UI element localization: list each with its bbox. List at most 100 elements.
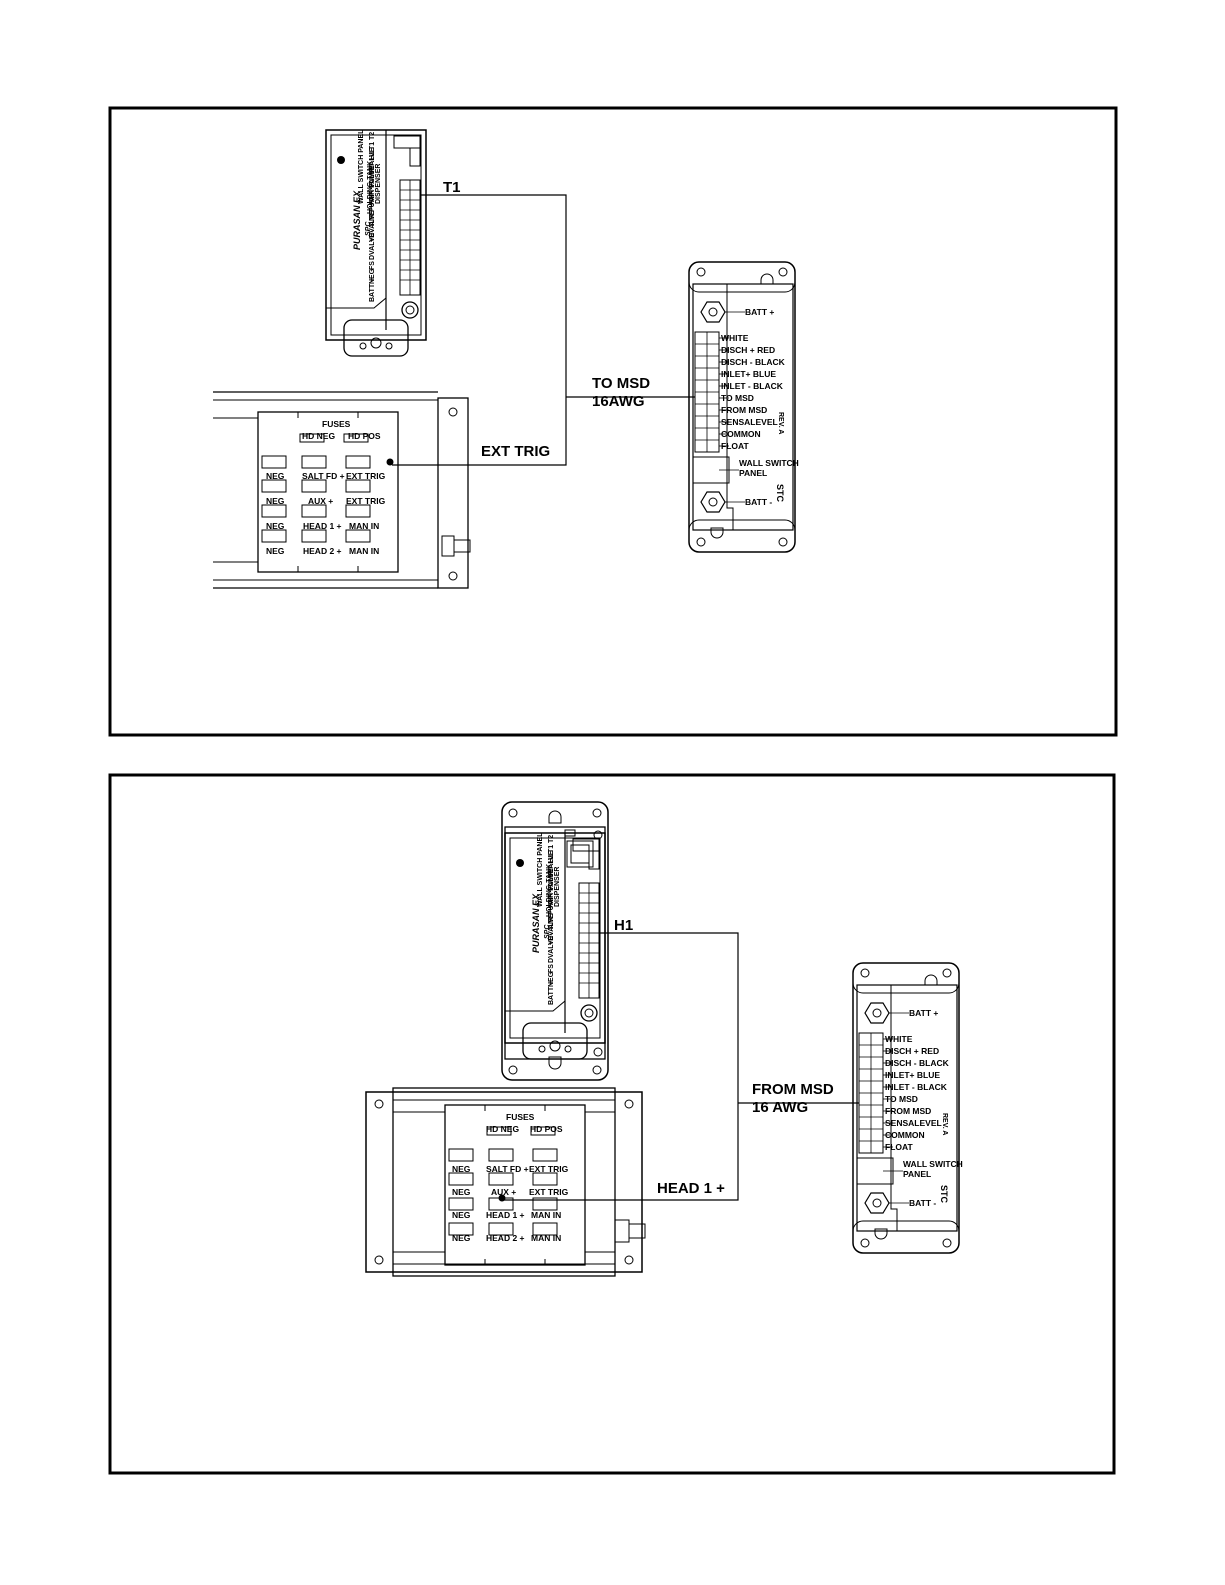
spc-label: DVALVE- [369, 230, 376, 260]
stc-terminal: TO MSD [885, 1094, 918, 1104]
stc-switch-label: PANEL [903, 1169, 931, 1179]
stc-switch-label: WALL SWITCH [739, 458, 799, 468]
fuse-label: HD POS [530, 1124, 563, 1134]
spc-side-label: WALL SWITCH PANEL [537, 832, 544, 907]
stc-terminal: INLET - BLACK [721, 381, 784, 391]
spc-label: VALVE- [369, 163, 376, 188]
stc-batt-neg: BATT - [745, 497, 772, 507]
stc-terminal: FLOAT [885, 1142, 914, 1152]
stc-name: STC [775, 484, 785, 503]
spc-label: +AIR PUMP [548, 870, 555, 909]
spc-label: AIR PUMP- [548, 892, 555, 929]
fuse-terminal-label: HEAD 1 + [657, 1180, 725, 1197]
stc-unit: BATT + BATT - WHITE DISCH + RED DISCH - … [852, 962, 963, 1254]
fuse-label: NEG [452, 1210, 471, 1220]
fuse-label: AUX + [308, 496, 333, 506]
spc-label: +AIR PUMP [369, 167, 376, 206]
stc-terminal: COMMON [721, 429, 761, 439]
fuse-label: HEAD 2 + [486, 1233, 525, 1243]
stc-terminal: INLET+ BLUE [885, 1070, 940, 1080]
stc-terminal: INLET - BLACK [885, 1082, 948, 1092]
fuse-label: MAN IN [349, 521, 379, 531]
fuse-label: HEAD 1 + [303, 521, 342, 531]
stc-terminal: DISCH + RED [721, 345, 775, 355]
spc-controller: BATT + NEG FS DVALVE- +DVALVE AIR PUMP- … [325, 129, 427, 357]
spc-label: BATT + [548, 981, 555, 1005]
spc-side-label: HOLDING TANK [546, 864, 553, 917]
fuse-label: EXT TRIG [346, 471, 386, 481]
fuse-title: FUSES [322, 419, 351, 429]
fuse-label: NEG [266, 496, 285, 506]
stc-switch-label: PANEL [739, 468, 767, 478]
wire-gauge-label: 16AWG [592, 393, 645, 410]
stc-batt-pos: BATT + [909, 1008, 938, 1018]
spc-label: BATT + [369, 278, 376, 302]
spc-label: NEG [369, 268, 376, 284]
spc-label: NEG [548, 971, 555, 987]
spc-label: AIR PUMP- [369, 189, 376, 226]
fuse-label: NEG [266, 521, 285, 531]
spc-label: +VALVE [548, 850, 555, 877]
wire-label: FROM MSD [752, 1081, 834, 1098]
stc-name: STC [939, 1185, 949, 1204]
spc-side-label: DISPENSER [375, 164, 382, 204]
fuse-label: NEG [266, 546, 285, 556]
spc-label: +VALVE [369, 147, 376, 174]
stc-terminal: FROM MSD [721, 405, 767, 415]
fuse-label: NEG [452, 1233, 471, 1243]
fuse-block: FUSES HD NEG HD POS NEG NEG NEG NEG SALT… [365, 1087, 646, 1277]
fuse-label: SALT FD + [302, 471, 345, 481]
fuse-terminal-dot [386, 458, 394, 466]
panel-1: BATT + NEG FS DVALVE- +DVALVE AIR PUMP- … [108, 106, 1118, 737]
stc-terminal: WHITE [885, 1034, 913, 1044]
stc-switch-label: WALL SWITCH [903, 1159, 963, 1169]
spc-label: +DVALVE [369, 210, 376, 242]
spc-label: FS [369, 261, 376, 270]
stc-terminal: COMMON [885, 1130, 925, 1140]
wire-label: TO MSD [592, 375, 650, 392]
spc-side-label: WALL SWITCH PANEL [358, 129, 365, 204]
fuse-terminal-label: EXT TRIG [481, 443, 550, 460]
panel-2-border [108, 773, 1116, 1475]
fuse-label: NEG [452, 1187, 471, 1197]
fuse-label: EXT TRIG [529, 1187, 569, 1197]
spc-label: T2 [548, 835, 555, 843]
stc-terminal: DISCH - BLACK [885, 1058, 950, 1068]
fuse-label: MAN IN [531, 1233, 561, 1243]
spc-label: DVALVE- [548, 933, 555, 963]
fuse-label: HD POS [348, 431, 381, 441]
fuse-label: HD NEG [486, 1124, 519, 1134]
wire-gauge-label: 16 AWG [752, 1099, 808, 1116]
stc-terminal: DISCH + RED [885, 1046, 939, 1056]
spc-brand: PURASAN EX [531, 893, 541, 953]
fuse-label: NEG [452, 1164, 471, 1174]
stc-terminal: SENSALEVEL [885, 1118, 942, 1128]
stc-rev: REV. A [941, 1113, 948, 1135]
spc-label: FS [548, 964, 555, 973]
spc-model: SPC [544, 924, 551, 939]
fuse-label: AUX + [491, 1187, 516, 1197]
spc-label: +DVALVE [548, 913, 555, 945]
spc-label: T1 [369, 142, 376, 150]
fuse-title: FUSES [506, 1112, 535, 1122]
stc-unit: BATT + BATT - WHITE DISCH + RED DISCH - … [688, 261, 799, 553]
spc-brand: PURASAN EX [352, 190, 362, 250]
stc-terminal: SENSALEVEL [721, 417, 778, 427]
spc-controller: BATT + NEG FS DVALVE- +DVALVE AIR PUMP- … [501, 801, 609, 1081]
fuse-label: SALT FD + [486, 1164, 529, 1174]
stc-terminal: FROM MSD [885, 1106, 931, 1116]
fuse-label: MAN IN [349, 546, 379, 556]
spc-label: T1 [548, 845, 555, 853]
spc-terminal-label: H1 [614, 917, 633, 934]
fuse-label: EXT TRIG [346, 496, 386, 506]
spc-side-label: DISPENSER [554, 867, 561, 907]
stc-terminal: INLET+ BLUE [721, 369, 776, 379]
panel-1-border [108, 106, 1118, 737]
stc-terminal: DISCH - BLACK [721, 357, 786, 367]
spc-label: VALVE- [548, 866, 555, 891]
stc-terminal: FLOAT [721, 441, 750, 451]
stc-batt-neg: BATT - [909, 1198, 936, 1208]
stc-terminal: WHITE [721, 333, 749, 343]
stc-rev: REV. A [777, 412, 784, 434]
wire-h1-to-head1 [504, 932, 739, 1201]
